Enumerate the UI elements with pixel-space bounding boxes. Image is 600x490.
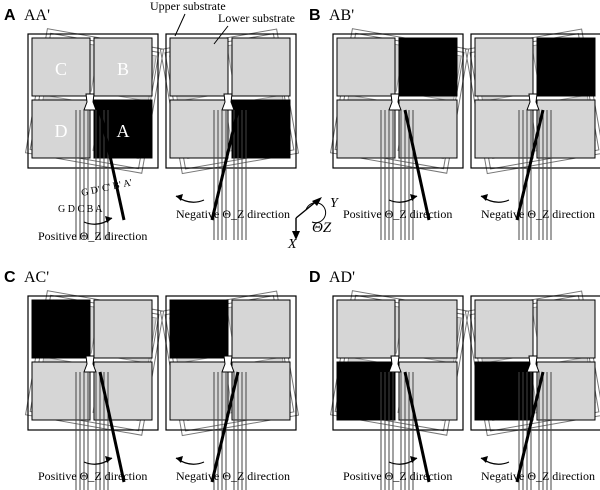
panel-a-right-pad-b — [231, 37, 291, 97]
panel-d-right-bold-lead — [515, 371, 545, 483]
panel-b-left-pad-b-black — [398, 37, 458, 97]
axes-glyph — [292, 197, 327, 240]
panel-b-right-pad-a — [536, 99, 596, 159]
panel-c-right-bold-lead — [210, 371, 240, 483]
upper-substrate-label: Upper substrate — [150, 0, 226, 13]
panel-a-left-pad-label-a: A — [117, 121, 130, 141]
upper-substrate-pointer — [174, 13, 186, 37]
panel-b-right-pad-b-black — [536, 37, 596, 97]
panel-b-right-bold-lead — [515, 109, 545, 221]
panel-d-left-bold-lead — [403, 371, 431, 483]
panel-c-right — [159, 290, 300, 490]
panel-c-letter: C — [4, 269, 16, 286]
axis-theta-label: ΘZ — [312, 220, 332, 236]
panel-d-left-pad-c — [336, 299, 396, 359]
panel-b-left — [329, 28, 470, 240]
lead-labels-bottom: G D C B A — [58, 204, 103, 215]
panel-a-left-pad-c — [31, 37, 91, 97]
panel-c-right-lower-frame — [165, 295, 297, 431]
panel-a-left-pad-label-c: C — [55, 59, 67, 79]
panel-d-left-caption: Positive Θ_Z direction — [343, 469, 452, 483]
panel-d-right-lower-frame — [470, 295, 600, 431]
panel-d-right — [464, 290, 600, 490]
panel-b-left-lower-frame — [332, 33, 464, 169]
panel-d-right-pad-a — [536, 361, 596, 421]
panel-d: D AD' Positive Θ_Z direction Negative Θ_Z d… — [309, 269, 600, 490]
panel-c-left-bold-lead — [98, 371, 126, 483]
panel-a-left-pad-label-d: D — [55, 121, 68, 141]
panel-c-left-pad-b — [93, 299, 153, 359]
panel-a-right-caption: Negative Θ_Z direction — [176, 207, 290, 221]
panel-d-right-caption: Negative Θ_Z direction — [481, 469, 595, 483]
panel-c-left-caption: Positive Θ_Z direction — [38, 469, 147, 483]
panel-a-right — [159, 28, 300, 240]
panel-a-left-pad-label-b: B — [117, 59, 129, 79]
panel-a-left-bold-lead — [98, 109, 126, 221]
panel-c-right-pad-a — [231, 361, 291, 421]
panel-d-label: AD' — [329, 269, 355, 286]
axis-x-label: X — [287, 237, 297, 252]
panel-a-left-pad-b — [93, 37, 153, 97]
panel-c-right-pad-b — [231, 299, 291, 359]
panel-a-right-pad-d — [169, 99, 229, 159]
panel-a-left-lower-frame — [27, 33, 159, 169]
panel-d-right-pad-d-black — [474, 361, 534, 421]
panel-b-right — [464, 28, 600, 240]
panel-a-right-lower-frame — [165, 33, 297, 169]
panel-a-left: C B D A — [24, 28, 165, 240]
panel-d-right-pad-c — [474, 299, 534, 359]
panel-b-left-pad-d — [336, 99, 396, 159]
panel-d-letter: D — [309, 269, 321, 286]
panel-d-right-pad-b — [536, 299, 596, 359]
panel-c-label: AC' — [24, 269, 49, 286]
panel-a-label: AA' — [24, 7, 50, 24]
panel-b-label: AB' — [329, 7, 354, 24]
panel-b-letter: B — [309, 7, 321, 24]
panel-c-left-lower-frame — [27, 295, 159, 431]
panel-c-left — [24, 290, 165, 490]
panel-b-left-caption: Positive Θ_Z direction — [343, 207, 452, 221]
panel-c-right-pad-d — [169, 361, 229, 421]
lower-substrate-pointer — [213, 25, 229, 45]
panel-a-right-bold-lead — [210, 109, 240, 221]
panel-d-left-pad-d-black — [336, 361, 396, 421]
panel-d-left-pad-b — [398, 299, 458, 359]
panel-c-left-pad-d — [31, 361, 91, 421]
panel-a: A AA' C B D A Positive Θ_Z direction Negative Θ… — [4, 7, 300, 243]
panel-d-left-lower-frame — [332, 295, 464, 431]
panel-b-right-lower-frame — [470, 33, 600, 169]
panel-d-left — [329, 290, 470, 490]
lower-substrate-label: Lower substrate — [218, 11, 295, 25]
axis-y-label: Y — [330, 196, 340, 211]
panel-a-letter: A — [4, 7, 16, 24]
panel-c: C AC' Positive Θ_Z direction Negative Θ_Z d… — [4, 269, 300, 490]
panel-c-right-caption: Negative Θ_Z direction — [176, 469, 290, 483]
panel-b-right-caption: Negative Θ_Z direction — [481, 207, 595, 221]
panel-a-right-pad-a-black — [231, 99, 291, 159]
panel-c-right-pad-c-black — [169, 299, 229, 359]
panel-c-left-pad-c-black — [31, 299, 91, 359]
panel-b-left-bold-lead — [403, 109, 431, 221]
panel-b-right-pad-d — [474, 99, 534, 159]
panel-a-left-caption: Positive Θ_Z direction — [38, 229, 147, 243]
panel-b: B AB' Positive Θ_Z direction Negative Θ_Z d… — [309, 7, 600, 240]
panel-a-right-pad-c — [169, 37, 229, 97]
panel-b-left-pad-c — [336, 37, 396, 97]
panel-b-right-pad-c — [474, 37, 534, 97]
